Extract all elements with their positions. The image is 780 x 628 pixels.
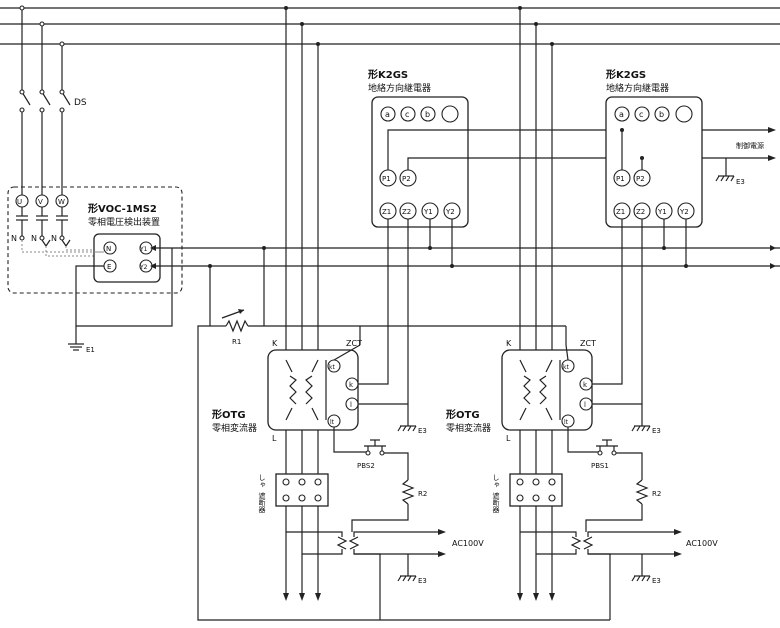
right-feeder — [517, 6, 555, 601]
k2gs-right-term-a: a — [619, 110, 624, 119]
k2gs-right-term-y2: Y2 — [679, 208, 689, 216]
otg-right-l: L — [506, 434, 511, 443]
ds-switches — [19, 5, 71, 195]
ac100v-right-label: AC100V — [686, 539, 718, 548]
main-bus — [0, 7, 780, 45]
k2gs-right-term-y1: Y1 — [657, 208, 667, 216]
breaker-left-top: しゃ — [258, 474, 266, 488]
otg-left-term-k: k — [349, 381, 354, 389]
phase-w-label: W — [58, 198, 65, 206]
r1-label: R1 — [232, 338, 241, 346]
e3-label-otg-left: E3 — [418, 427, 427, 435]
k2gs-left-term-p1: P1 — [382, 175, 391, 183]
k2gs-left-term-b: b — [425, 110, 430, 119]
voc-term-n: N — [106, 245, 111, 253]
breaker-left-label: 遮断器 — [258, 491, 266, 514]
k2gs-left-term-z2: Z2 — [402, 208, 411, 216]
otg-left-l: L — [272, 434, 277, 443]
otg-left-term-lt: lt — [330, 419, 335, 426]
otg-left-box — [267, 349, 359, 431]
otg-left-term-kt: kt — [329, 364, 335, 371]
k2gs-right-term-c: c — [639, 110, 643, 119]
voc-subtitle: 零相電圧検出装置 — [88, 216, 160, 228]
voc-enclosure — [7, 186, 183, 294]
otg-left-zct: ZCT — [346, 339, 362, 348]
k2gs-right-subtitle: 地絡方向継電器 — [606, 82, 669, 94]
otg-left-subtitle: 零相変流器 — [212, 422, 257, 434]
phase-u-label: U — [17, 198, 22, 206]
k2gs-right-title: 形K2GS — [606, 69, 646, 81]
otg-right-k: K — [506, 339, 512, 348]
e3-label-otg-right: E3 — [652, 427, 661, 435]
k2gs-left-term-a: a — [385, 110, 390, 119]
pbs2-label: PBS2 — [357, 462, 375, 470]
phase-v-label: V — [38, 198, 43, 206]
otg-left-term-l: l — [350, 401, 352, 409]
otg-right-subtitle: 零相変流器 — [446, 422, 491, 434]
e3-label-ac-right: E3 — [652, 577, 661, 585]
e3-label-ac-left: E3 — [418, 577, 427, 585]
k2gs-right-term-z1: Z1 — [616, 208, 625, 216]
k2gs-right-term-p2: P2 — [636, 175, 645, 183]
otg-right-title: 形OTG — [446, 409, 480, 421]
k2gs-left-term-y2: Y2 — [445, 208, 455, 216]
k2gs-right-term-b: b — [659, 110, 664, 119]
voc-title: 形VOC-1MS2 — [88, 203, 157, 215]
voc-term-y1: Y1 — [139, 246, 148, 253]
k2gs-left-term-c: c — [405, 110, 409, 119]
breaker-right-label: 遮断器 — [492, 491, 500, 514]
r2-label-right: R2 — [652, 490, 661, 498]
k2gs-right-term-z2: Z2 — [636, 208, 645, 216]
voc-unit-box — [93, 233, 161, 283]
ds-label: DS — [74, 98, 87, 108]
otg-right-term-k: k — [583, 381, 588, 389]
n-label-1: N — [11, 234, 17, 243]
otg-left-title: 形OTG — [212, 409, 246, 421]
breaker-right-top: しゃ — [492, 474, 500, 488]
voc-phase-terminals — [15, 194, 71, 248]
k2gs-left-term-y1: Y1 — [423, 208, 433, 216]
pbs1-label: PBS1 — [591, 462, 609, 470]
n-label-3: N — [51, 234, 57, 243]
e1-label: E1 — [86, 346, 95, 354]
k2gs-left-subtitle: 地絡方向継電器 — [368, 82, 431, 94]
voc-term-e: E — [107, 263, 111, 271]
otg-right-term-lt: lt — [564, 419, 569, 426]
control-power-label: 制御電源 — [736, 141, 764, 150]
otg-right-box — [501, 349, 593, 431]
voc-term-y2: Y2 — [139, 264, 148, 271]
signal-lines — [150, 245, 780, 269]
left-feeder — [283, 6, 321, 601]
k2gs-left-title: 形K2GS — [368, 69, 408, 81]
n-label-2: N — [31, 234, 37, 243]
r2-label-left: R2 — [418, 490, 427, 498]
k2gs-left-term-p2: P2 — [402, 175, 411, 183]
otg-right-zct: ZCT — [580, 339, 596, 348]
k2gs-right-box — [605, 96, 703, 228]
otg-right-term-l: l — [584, 401, 586, 409]
e3-label-top: E3 — [736, 178, 745, 186]
k2gs-right-term-p1: P1 — [616, 175, 625, 183]
otg-right-term-kt: kt — [563, 364, 569, 371]
k2gs-left-term-z1: Z1 — [382, 208, 391, 216]
ac100v-left-label: AC100V — [452, 539, 484, 548]
otg-left-k: K — [272, 339, 278, 348]
